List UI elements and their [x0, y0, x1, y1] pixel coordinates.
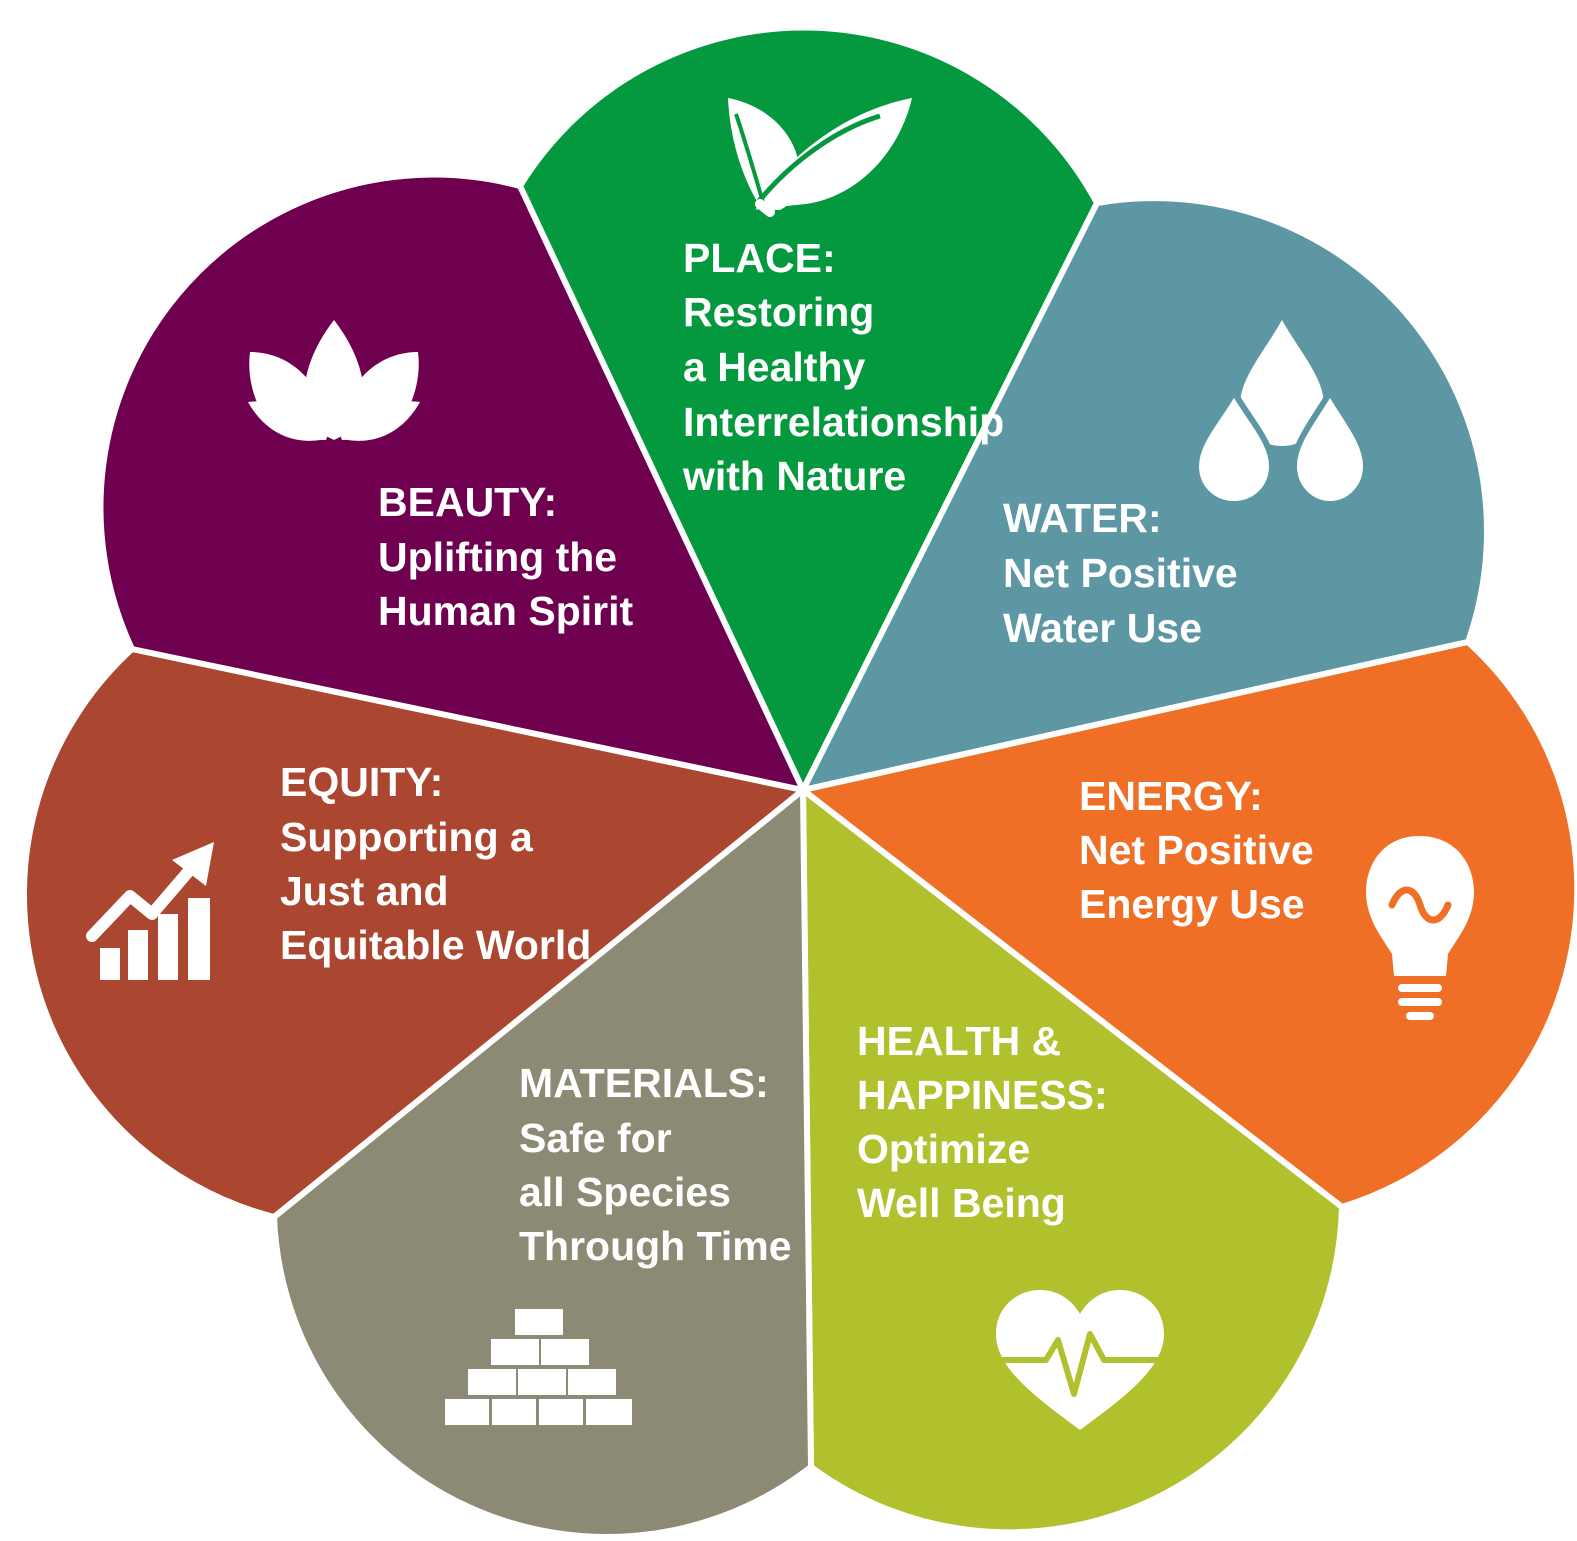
petal-materials — [271, 787, 814, 1540]
label-materials: MATERIALS: Safe for all Species Through … — [519, 1060, 792, 1269]
petal-beauty-shape — [97, 171, 806, 793]
petal-description-line: Energy Use — [1079, 881, 1305, 927]
petal-description-line: Restoring — [683, 289, 874, 335]
petal-place — [517, 24, 1100, 793]
petal-description-line: Net Positive — [1079, 827, 1314, 873]
petal-health — [800, 787, 1345, 1536]
petal-description-line: Uplifting the — [378, 534, 617, 580]
growth-chart-icon — [86, 842, 214, 980]
bricks-icon — [445, 1309, 632, 1425]
light-bulb-icon — [1366, 836, 1474, 1020]
petal-description-line: Through Time — [519, 1223, 792, 1269]
petal-description-line: Well Being — [857, 1180, 1066, 1226]
petal-beauty — [97, 171, 806, 793]
petal-description-line: Net Positive — [1003, 550, 1238, 596]
petal-description-line: Interrelationship — [683, 399, 1004, 445]
petal-title: HEALTH & — [857, 1018, 1061, 1064]
petal-place-shape — [517, 24, 1100, 793]
petal-energy — [800, 639, 1577, 1210]
label-beauty: BEAUTY: Uplifting the Human Spirit — [378, 479, 633, 634]
label-water: WATER: Net Positive Water Use — [1003, 495, 1238, 651]
petal-title: WATER: — [1003, 495, 1162, 541]
petal-title: PLACE: — [683, 235, 836, 281]
petal-description-line: with Nature — [682, 453, 906, 499]
petal-materials-shape — [271, 787, 814, 1540]
petal-description-line: all Species — [519, 1169, 731, 1215]
lotus-icon — [248, 320, 420, 441]
petal-description-line: Optimize — [857, 1126, 1030, 1172]
leaf-icon — [728, 98, 912, 217]
petal-equity — [21, 646, 806, 1220]
petal-description-line: Equitable World — [280, 922, 591, 968]
petal-title: EQUITY: — [280, 759, 443, 805]
petal-title-line-2: HAPPINESS: — [857, 1072, 1108, 1118]
petal-title: ENERGY: — [1079, 773, 1263, 819]
petal-water — [800, 195, 1490, 793]
label-equity: EQUITY: Supporting a Just and Equitable … — [280, 759, 591, 968]
petal-description-line: Safe for — [519, 1115, 672, 1161]
petal-equity-shape — [21, 646, 806, 1220]
label-energy: ENERGY: Net Positive Energy Use — [1079, 773, 1314, 927]
petal-health-shape — [800, 787, 1345, 1536]
heart-pulse-icon — [996, 1290, 1164, 1430]
water-drops-icon — [1192, 320, 1370, 508]
petal-description-line: a Healthy — [683, 344, 865, 390]
petal-description-line: Water Use — [1003, 605, 1202, 651]
petal-description-line: Supporting a — [280, 814, 534, 860]
label-health: HEALTH & HAPPINESS: Optimize Well Being — [857, 1018, 1108, 1226]
petal-energy-shape — [800, 639, 1577, 1210]
petal-description-line: Just and — [280, 868, 449, 914]
label-place: PLACE: Restoring a Healthy Interrelation… — [682, 235, 1004, 499]
petal-description-line: Human Spirit — [378, 588, 633, 634]
petal-title: BEAUTY: — [378, 479, 557, 525]
petal-title: MATERIALS: — [519, 1060, 769, 1106]
petal-water-shape — [800, 195, 1490, 793]
